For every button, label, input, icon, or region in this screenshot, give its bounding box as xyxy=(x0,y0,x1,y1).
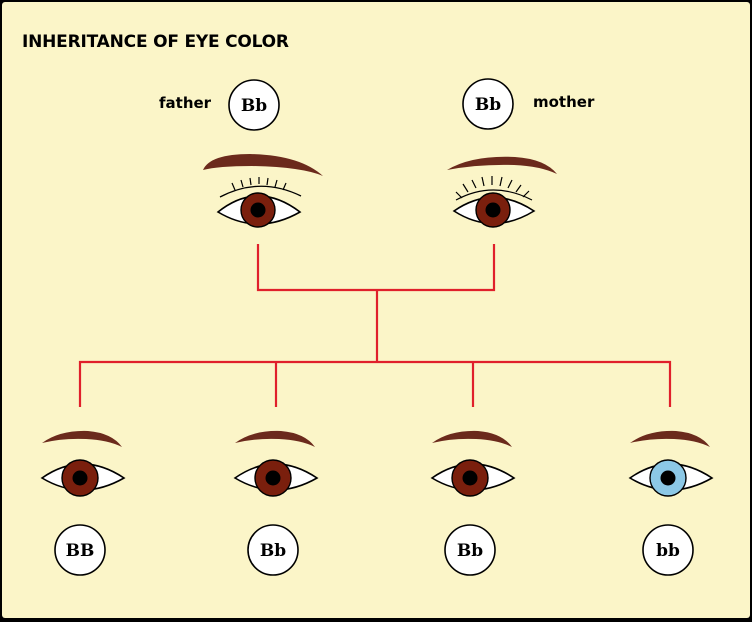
child-4-pupil xyxy=(660,470,676,486)
child-1-eyebrow xyxy=(42,430,122,447)
father-genotype-circle xyxy=(228,79,280,131)
father-pupil xyxy=(250,202,266,218)
child-node-2: Bb xyxy=(233,430,319,576)
father-lashes xyxy=(231,177,287,191)
child-1-genotype: BB xyxy=(66,541,95,561)
mother-genotype: Bb xyxy=(475,95,501,115)
parents-connector xyxy=(256,244,496,292)
child-3-eye-icon xyxy=(430,459,516,497)
connector-lines xyxy=(78,244,672,407)
mother-label: mother xyxy=(533,93,595,111)
mother-genotype-circle xyxy=(462,78,514,130)
child-4-genotype-circle xyxy=(642,524,694,576)
child-3-eyebrow xyxy=(432,430,512,447)
child-4-genotype: bb xyxy=(656,541,680,561)
child-2-genotype: Bb xyxy=(260,541,286,561)
child-node-4: bb xyxy=(628,430,714,576)
mother-node: Bb xyxy=(447,78,557,228)
child-2-pupil xyxy=(265,470,281,486)
child-2-eye-icon xyxy=(233,459,319,497)
child-3-genotype: Bb xyxy=(457,541,483,561)
father-eyebrow xyxy=(203,154,323,176)
child-1-genotype-circle xyxy=(54,524,106,576)
children-connector xyxy=(78,360,672,407)
father-eyelid-crease xyxy=(219,185,302,198)
mother-eyelid-crease xyxy=(455,189,533,201)
child-4-eye-icon xyxy=(628,459,714,497)
mother-pupil xyxy=(485,202,501,218)
child-3-genotype-circle xyxy=(444,524,496,576)
mother-lashes xyxy=(455,176,530,199)
father-label: father xyxy=(159,94,212,112)
mother-eyebrow xyxy=(447,156,557,174)
child-2-eyebrow xyxy=(235,430,315,447)
child-1-pupil xyxy=(72,470,88,486)
child-4-eyebrow xyxy=(630,430,710,447)
child-3-pupil xyxy=(462,470,478,486)
mother-eye-icon xyxy=(452,176,536,228)
father-eye-icon xyxy=(216,177,302,228)
child-node-3: Bb xyxy=(430,430,516,576)
child-1-eye-icon xyxy=(40,459,126,497)
child-2-genotype-circle xyxy=(247,524,299,576)
father-node: Bb xyxy=(203,79,323,228)
father-genotype: Bb xyxy=(241,96,267,116)
diagram-title: INHERITANCE OF EYE COLOR xyxy=(22,32,289,52)
child-node-1: BB xyxy=(40,430,126,576)
